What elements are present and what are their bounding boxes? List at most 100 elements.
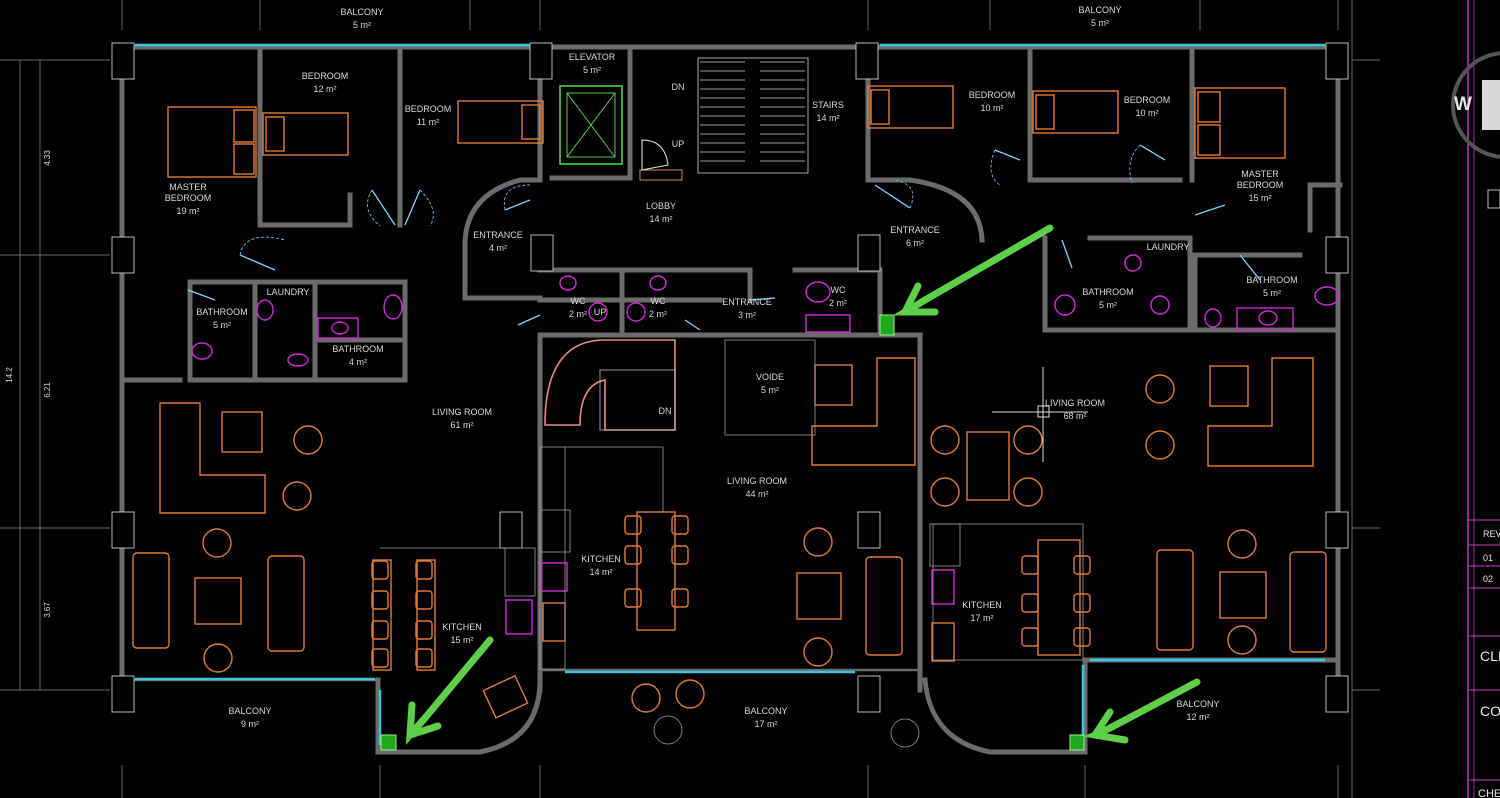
dimension-value: 14.2 bbox=[5, 367, 14, 383]
rev-row-1: 01 bbox=[1483, 553, 1493, 563]
room-name: LAUNDRY bbox=[1147, 242, 1190, 252]
arrow-lower-left bbox=[421, 636, 494, 722]
dimension-value: 3.67 bbox=[43, 602, 52, 618]
room-name: BALCONY bbox=[1078, 5, 1121, 15]
glass-rails bbox=[135, 43, 1325, 745]
room-name: ELEVATOR bbox=[569, 52, 616, 62]
room-name: LAUNDRY bbox=[267, 287, 310, 297]
chair bbox=[803, 637, 833, 667]
room-area: 12 m² bbox=[1186, 712, 1209, 722]
room-name: BALCONY bbox=[744, 706, 787, 716]
room-name: MASTER bbox=[169, 182, 207, 192]
dining-chair bbox=[1021, 627, 1039, 647]
room-area: 11 m² bbox=[417, 117, 439, 127]
room-name: BALCONY bbox=[340, 7, 383, 17]
stair-direction: DN bbox=[659, 406, 672, 416]
title-corner-letter: W bbox=[1454, 94, 1472, 115]
dining-chair bbox=[1073, 627, 1091, 647]
room-area: 17 m² bbox=[970, 613, 993, 623]
room-name: ENTRANCE bbox=[890, 225, 940, 235]
room-name: WC bbox=[651, 296, 666, 306]
chair bbox=[203, 643, 233, 673]
room-area: 15 m² bbox=[1248, 193, 1271, 203]
dining-chair bbox=[1021, 593, 1039, 613]
stair-outline bbox=[697, 57, 809, 174]
room-area: 14 m² bbox=[589, 567, 612, 577]
dining-chair bbox=[624, 588, 642, 608]
room-area: 3 m² bbox=[738, 310, 756, 320]
room-area: 17 m² bbox=[754, 719, 777, 729]
dining-chair bbox=[415, 648, 433, 668]
rev-row-2: 02 bbox=[1483, 574, 1493, 584]
room-name: BEDROOM bbox=[302, 71, 349, 81]
rev-header: REV bbox=[1483, 529, 1500, 539]
room-name: KITCHEN bbox=[962, 600, 1002, 610]
dining-chair bbox=[415, 590, 433, 610]
room-area: 5 m² bbox=[761, 385, 779, 395]
doors bbox=[187, 139, 1261, 331]
chair bbox=[803, 527, 833, 557]
dining-chair bbox=[1021, 555, 1039, 575]
shaft-markers bbox=[380, 314, 1085, 751]
annotation-arrows bbox=[405, 224, 1201, 746]
room-name: BATHROOM bbox=[332, 344, 383, 354]
dining-chair bbox=[671, 588, 689, 608]
room-name: MASTER bbox=[1241, 169, 1279, 179]
dining-chair bbox=[371, 590, 389, 610]
room-name: WC bbox=[831, 285, 846, 295]
dining-chair bbox=[371, 648, 389, 668]
chair bbox=[202, 528, 232, 558]
chair bbox=[1145, 374, 1175, 404]
stairs-main bbox=[697, 57, 809, 174]
room-name: LOBBY bbox=[646, 201, 676, 211]
room-name: VOIDE bbox=[756, 372, 784, 382]
title-block: W REV 01 02 CLI CO CHE bbox=[1451, 0, 1500, 798]
room-area: 14 m² bbox=[649, 214, 672, 224]
room-area: 10 m² bbox=[980, 103, 1003, 113]
room-name: LIVING ROOM bbox=[1045, 398, 1105, 408]
room-area: 5 m² bbox=[583, 65, 601, 75]
room-name: LIVING ROOM bbox=[727, 476, 787, 486]
room-name: BEDROOM bbox=[165, 193, 212, 203]
elevator bbox=[559, 85, 683, 181]
room-name: STAIRS bbox=[812, 100, 844, 110]
chair bbox=[1013, 477, 1043, 507]
room-name: WC bbox=[571, 296, 586, 306]
chair bbox=[631, 683, 661, 713]
room-area: 5 m² bbox=[1099, 300, 1117, 310]
chair bbox=[282, 481, 312, 511]
room-name: BEDROOM bbox=[405, 104, 452, 114]
room-name: ENTRANCE bbox=[722, 297, 772, 307]
dining-chair bbox=[415, 560, 433, 580]
room-name: ENTRANCE bbox=[473, 230, 523, 240]
title-row-checked: CHE bbox=[1478, 788, 1500, 798]
room-area: 2 m² bbox=[649, 309, 667, 319]
room-labels: BALCONY 5 m² BALCONY 5 m² ELEVATOR 5 m² BEDROO… bbox=[165, 5, 1298, 729]
room-area: 68 m² bbox=[1063, 411, 1086, 421]
chair bbox=[1145, 430, 1175, 460]
room-area: 12 m² bbox=[313, 84, 336, 94]
chair bbox=[1013, 425, 1043, 455]
room-name: BATHROOM bbox=[196, 307, 247, 317]
room-name: KITCHEN bbox=[442, 622, 482, 632]
room-area: 9 m² bbox=[241, 719, 259, 729]
room-area: 2 m² bbox=[569, 309, 587, 319]
room-name: KITCHEN bbox=[581, 554, 621, 564]
chairs bbox=[202, 374, 1257, 713]
room-name: BEDROOM bbox=[969, 90, 1016, 100]
title-row-client: CLI bbox=[1480, 648, 1500, 664]
stairs-spiral bbox=[544, 339, 676, 431]
dimension-labels: 4.33 6.21 3.67 14.2 bbox=[5, 150, 52, 618]
dining-chair bbox=[671, 515, 689, 535]
dining-chair bbox=[371, 560, 389, 580]
stair-direction: UP bbox=[594, 307, 607, 317]
dimension-value: 4.33 bbox=[43, 150, 52, 166]
room-name: BATHROOM bbox=[1246, 275, 1297, 285]
room-area: 2 m² bbox=[829, 298, 847, 308]
room-area: 10 m² bbox=[1135, 108, 1158, 118]
dimension-value: 6.21 bbox=[43, 382, 52, 398]
stair-direction: DN bbox=[672, 82, 685, 92]
room-area: 4 m² bbox=[349, 357, 367, 367]
grid-lines bbox=[0, 0, 1380, 798]
